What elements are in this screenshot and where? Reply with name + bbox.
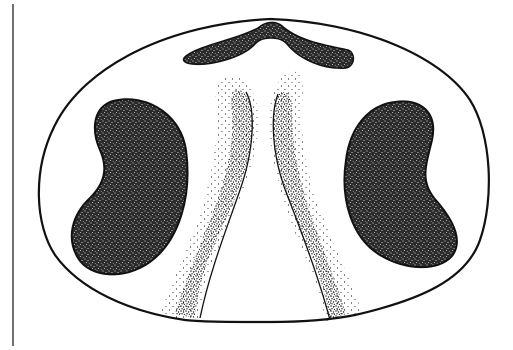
left-kidney [72,99,188,274]
right-kidney [344,101,456,267]
top-crescent [184,22,354,68]
